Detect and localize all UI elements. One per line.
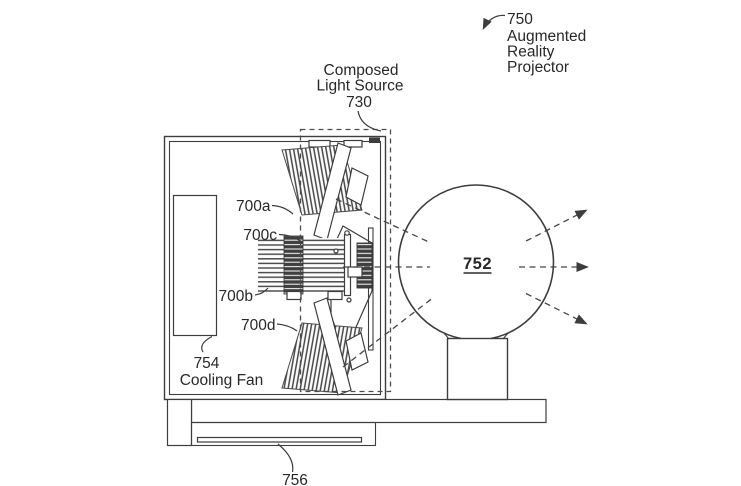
ref-number-756: 756 [282, 472, 308, 486]
heatsink-foot [327, 290, 343, 301]
ref-number-700a: 700a [236, 198, 271, 215]
ref-number-700c: 700c [243, 227, 277, 244]
hub-vertical-rail [367, 227, 374, 351]
emitter-fin-stack [356, 242, 373, 289]
screw-head [333, 248, 339, 254]
callout-754: 754 Cooling Fan [180, 335, 264, 389]
lens-pedestal [446, 337, 509, 401]
callout-750: 750 Augmented Reality Projector [482, 11, 586, 76]
callout-700b-leader [254, 287, 269, 296]
base-platform [166, 398, 547, 447]
base-slab [190, 398, 547, 424]
callout-756: 756 [277, 443, 308, 486]
callout-754-leader [201, 335, 213, 353]
light-source-line-1: Composed [324, 62, 399, 79]
housing-inner-wall [168, 140, 382, 396]
callout-756-leader [277, 443, 294, 473]
callout-700a: 700a [236, 198, 294, 215]
light-ray-in-top [335, 198, 432, 244]
callout-700d-leader [276, 323, 298, 332]
pedestal-chamfer [443, 332, 450, 340]
base-tray [190, 421, 377, 447]
heatsink-700bc [258, 233, 352, 301]
heatsink-foot [286, 290, 302, 301]
callout-700d: 700d [241, 317, 298, 334]
callout-750-arrow [482, 14, 506, 31]
heatsink-700d [281, 297, 369, 396]
composed-light-source-boundary [299, 128, 392, 393]
callout-752: 752 [463, 255, 492, 274]
callout-700c: 700c [243, 227, 303, 244]
screw-head [346, 297, 352, 303]
base-left-cap [166, 398, 193, 447]
light-rays [335, 198, 589, 368]
callout-730: Composed Light Source 730 [316, 62, 404, 132]
ref-number-700d: 700d [241, 317, 275, 334]
ref-number-750: 750 [507, 11, 533, 28]
callout-730-leader [357, 110, 382, 132]
lens-752 [397, 184, 555, 401]
pedestal-chamfer [502, 332, 509, 340]
title-line-1: Augmented [507, 28, 586, 45]
heatsink-700a-side-fins [345, 167, 369, 206]
top-corner-block [369, 137, 380, 143]
light-source-line-2: Light Source [316, 78, 403, 95]
title-line-3: Projector [507, 59, 569, 76]
top-mount-bracket [343, 139, 363, 148]
screw-head [344, 230, 350, 236]
light-ray-in-bottom [342, 296, 435, 368]
heatsink-700d-board [313, 297, 352, 396]
cooling-fan-label: Cooling Fan [180, 372, 264, 389]
title-line-2: Reality [507, 44, 555, 61]
light-ray-out-bottom [525, 292, 588, 325]
heatsink-700a [281, 142, 369, 241]
composed-light-source-assembly [258, 142, 374, 396]
callout-700c-leader [278, 233, 303, 243]
ref-number-752: 752 [463, 255, 492, 273]
callout-700a-leader [271, 204, 294, 215]
ref-number-700b: 700b [219, 288, 253, 305]
base-strip-756 [196, 436, 363, 443]
emitter-rod [347, 266, 363, 278]
light-ray-out-top [525, 209, 588, 242]
ref-number-730: 730 [346, 94, 372, 111]
cooling-fan-duct [172, 194, 218, 337]
ref-number-754: 754 [194, 355, 220, 372]
callout-700b: 700b [219, 287, 269, 305]
heatsink-700b-plate [343, 233, 352, 297]
